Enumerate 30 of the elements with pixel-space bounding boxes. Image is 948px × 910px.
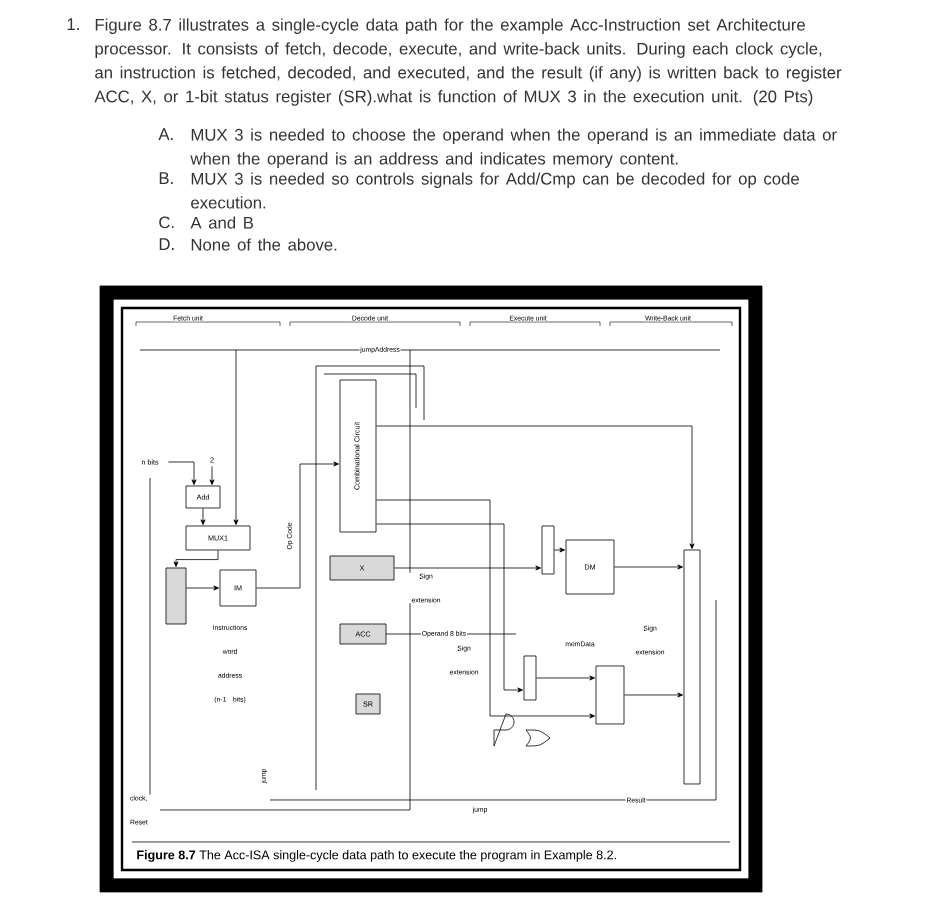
arrow — [376, 425, 695, 549]
arrow — [256, 461, 339, 589]
arrow — [536, 675, 595, 681]
option-text: MUX 3 is needed to choose the operand when the operand is an immediate data or when the operand is an address and indicates memory content. — [190, 128, 837, 168]
alu-box — [595, 665, 625, 725]
arrow — [168, 461, 197, 485]
list-number: 1. — [67, 18, 79, 30]
arrow — [173, 550, 219, 567]
arrow — [233, 349, 239, 525]
multiplexer-box — [541, 525, 555, 575]
arrow — [376, 499, 595, 719]
arrow — [200, 508, 206, 525]
option-text: A and B — [190, 216, 254, 229]
option-text: MUX 3 is needed so controls signals for Add/Cmp can be decoded for op code execution. — [191, 172, 799, 209]
option-letter: C. — [159, 216, 174, 229]
arrow — [186, 585, 219, 591]
arrow — [209, 466, 215, 485]
question-text: Figure 8.7 illustrates a single-cycle data path for the example Acc-Instruction set Architecture processor. It consists of fetch, decode, execute, and write-back units. During each clock cycle, an instruction is fetched, decoded, and executed, and the result (if any) is written back to register ACC, X, or 1-bit status register (SR).what is function of MUX 3 in the execution unit. (20 Pts) — [94, 18, 842, 106]
arrow — [624, 692, 683, 698]
option-text: None of the above. — [191, 238, 337, 251]
option-letter: D. — [159, 238, 174, 250]
multiplexer-box — [683, 549, 701, 785]
option-letter: A. — [158, 128, 173, 140]
arrow — [394, 565, 541, 571]
arrow — [614, 564, 683, 570]
multiplexer-box — [523, 655, 537, 701]
option-letter: B. — [159, 172, 173, 184]
arrow — [554, 547, 565, 553]
register-box — [165, 567, 187, 625]
arrow — [376, 523, 523, 693]
